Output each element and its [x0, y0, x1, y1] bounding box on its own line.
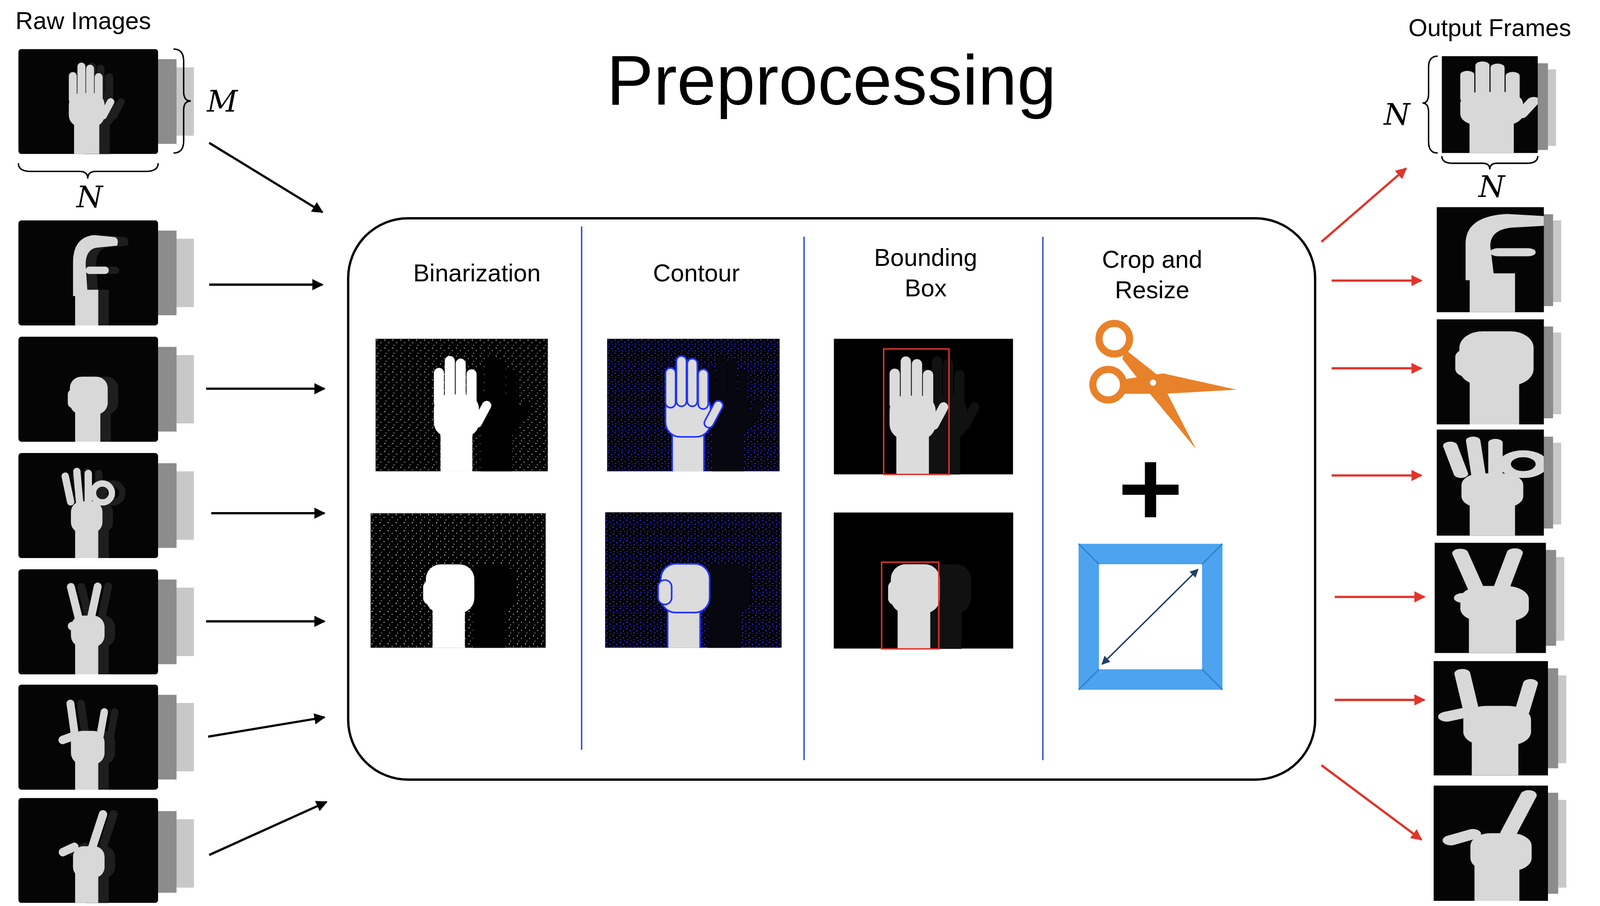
dimension-symbol: N — [1383, 95, 1411, 134]
stage-heading: Bounding Box — [864, 242, 987, 304]
bounding-box — [883, 348, 949, 475]
input-arrow — [206, 143, 327, 856]
output-arrow — [1321, 168, 1425, 840]
plus-sign — [1122, 462, 1179, 518]
process-box: Binarization Contour Bounding Box Crop and … — [347, 217, 1317, 781]
column-divider — [581, 226, 1043, 761]
stage-heading: Crop and Resize — [1091, 244, 1214, 306]
stage-heading: Binarization — [373, 257, 581, 289]
dimension-symbol: N — [1478, 167, 1505, 206]
binarization-image — [375, 338, 549, 480]
contour-image — [607, 338, 780, 480]
figure-label: Output Frames — [1408, 12, 1572, 44]
dimension-symbol: N — [76, 178, 103, 216]
bounding-box-image — [833, 512, 1014, 657]
binarization-image — [370, 513, 546, 656]
bounding-box-image — [833, 338, 1013, 483]
figure-label: Raw Images — [15, 5, 151, 37]
output-frame-stack — [1383, 47, 1600, 906]
raw-image-stack — [18, 48, 194, 906]
bounding-box — [881, 562, 939, 650]
stage-heading: Contour — [593, 257, 800, 289]
resize-icon — [1078, 543, 1223, 690]
dimension-symbol: M — [206, 82, 238, 121]
scissors-icon — [1093, 323, 1238, 450]
contour-image — [604, 512, 782, 657]
diagram-title: Preprocessing — [606, 36, 1057, 125]
